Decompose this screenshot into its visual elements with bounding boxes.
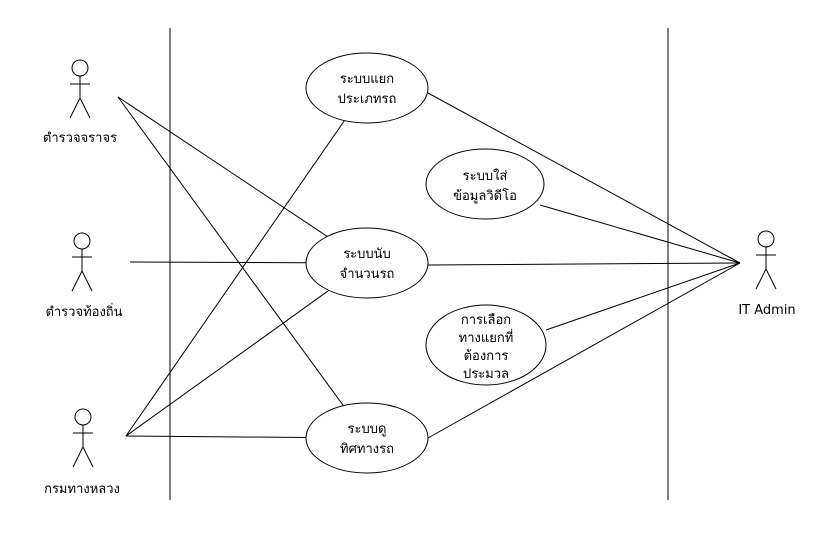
- actor-head: [71, 59, 89, 77]
- actor-highway-dept: [72, 408, 94, 468]
- association-local-police-count: [129, 261, 307, 264]
- association-highway-dept-classify: [125, 120, 345, 437]
- use-case-line: ทิศทางรถ: [340, 442, 394, 457]
- associations: [117, 92, 741, 439]
- actor-label-it-admin: IT Admin: [738, 303, 795, 318]
- actor-head: [74, 408, 92, 426]
- use-case-direction: ระบบดู ทิศทางรถ: [305, 402, 429, 474]
- association-highway-dept-count: [125, 289, 330, 437]
- use-case-line: ระบบแยก: [340, 72, 394, 87]
- use-case-line: ระบบดู: [348, 422, 387, 437]
- actor-label-highway-dept: กรมทางหลวง: [44, 482, 120, 497]
- actor-head: [757, 230, 775, 248]
- use-case-line: การเลือก: [461, 312, 511, 328]
- use-case-line: ทางแยกที่: [459, 329, 514, 346]
- actor-label-local-police: ตำรวจท้องถิ่น: [45, 303, 122, 320]
- actor-label-traffic-police: ตำรวจจราจร: [43, 131, 117, 146]
- actor-local-police: [71, 232, 93, 292]
- association-traffic-police-direction: [117, 96, 344, 407]
- association-it-admin-select-junction: [545, 262, 741, 331]
- use-case-line: ประมวล: [463, 367, 509, 382]
- association-it-admin-video-input: [539, 204, 741, 264]
- actor-head: [73, 232, 91, 250]
- association-highway-dept-direction: [125, 435, 307, 438]
- use-case-line: ระบบนับ: [343, 247, 391, 262]
- use-case-line: จำนวนรถ: [340, 267, 395, 282]
- association-it-admin-direction: [427, 262, 741, 439]
- association-traffic-police-count: [117, 96, 328, 237]
- use-case-line: ข้อมูลวิดีโอ: [453, 188, 517, 204]
- use-case-line: ต้องการ: [464, 349, 509, 364]
- use-case-select-junction: การเลือก ทางแยกที่ ต้องการ ประมวล: [425, 304, 547, 386]
- actor-it-admin: [755, 230, 777, 290]
- actor-traffic-police: [69, 59, 91, 119]
- use-cases: ระบบแยก ประเภทรถ ระบบใส่ ข้อมูลวิดีโอ ระ…: [305, 52, 547, 474]
- actors: ตำรวจจราจร ตำรวจท้องถิ่น กรมทางหลวง IT A…: [43, 59, 796, 497]
- use-case-count: ระบบนับ จำนวนรถ: [305, 227, 429, 299]
- use-case-video-input: ระบบใส่ ข้อมูลวิดีโอ: [425, 148, 545, 220]
- use-case-line: ระบบใส่: [463, 168, 508, 184]
- use-case-classify: ระบบแยก ประเภทรถ: [305, 52, 429, 124]
- association-it-admin-classify: [427, 92, 741, 264]
- association-it-admin-count: [427, 262, 741, 266]
- use-case-line: ประเภทรถ: [338, 92, 397, 107]
